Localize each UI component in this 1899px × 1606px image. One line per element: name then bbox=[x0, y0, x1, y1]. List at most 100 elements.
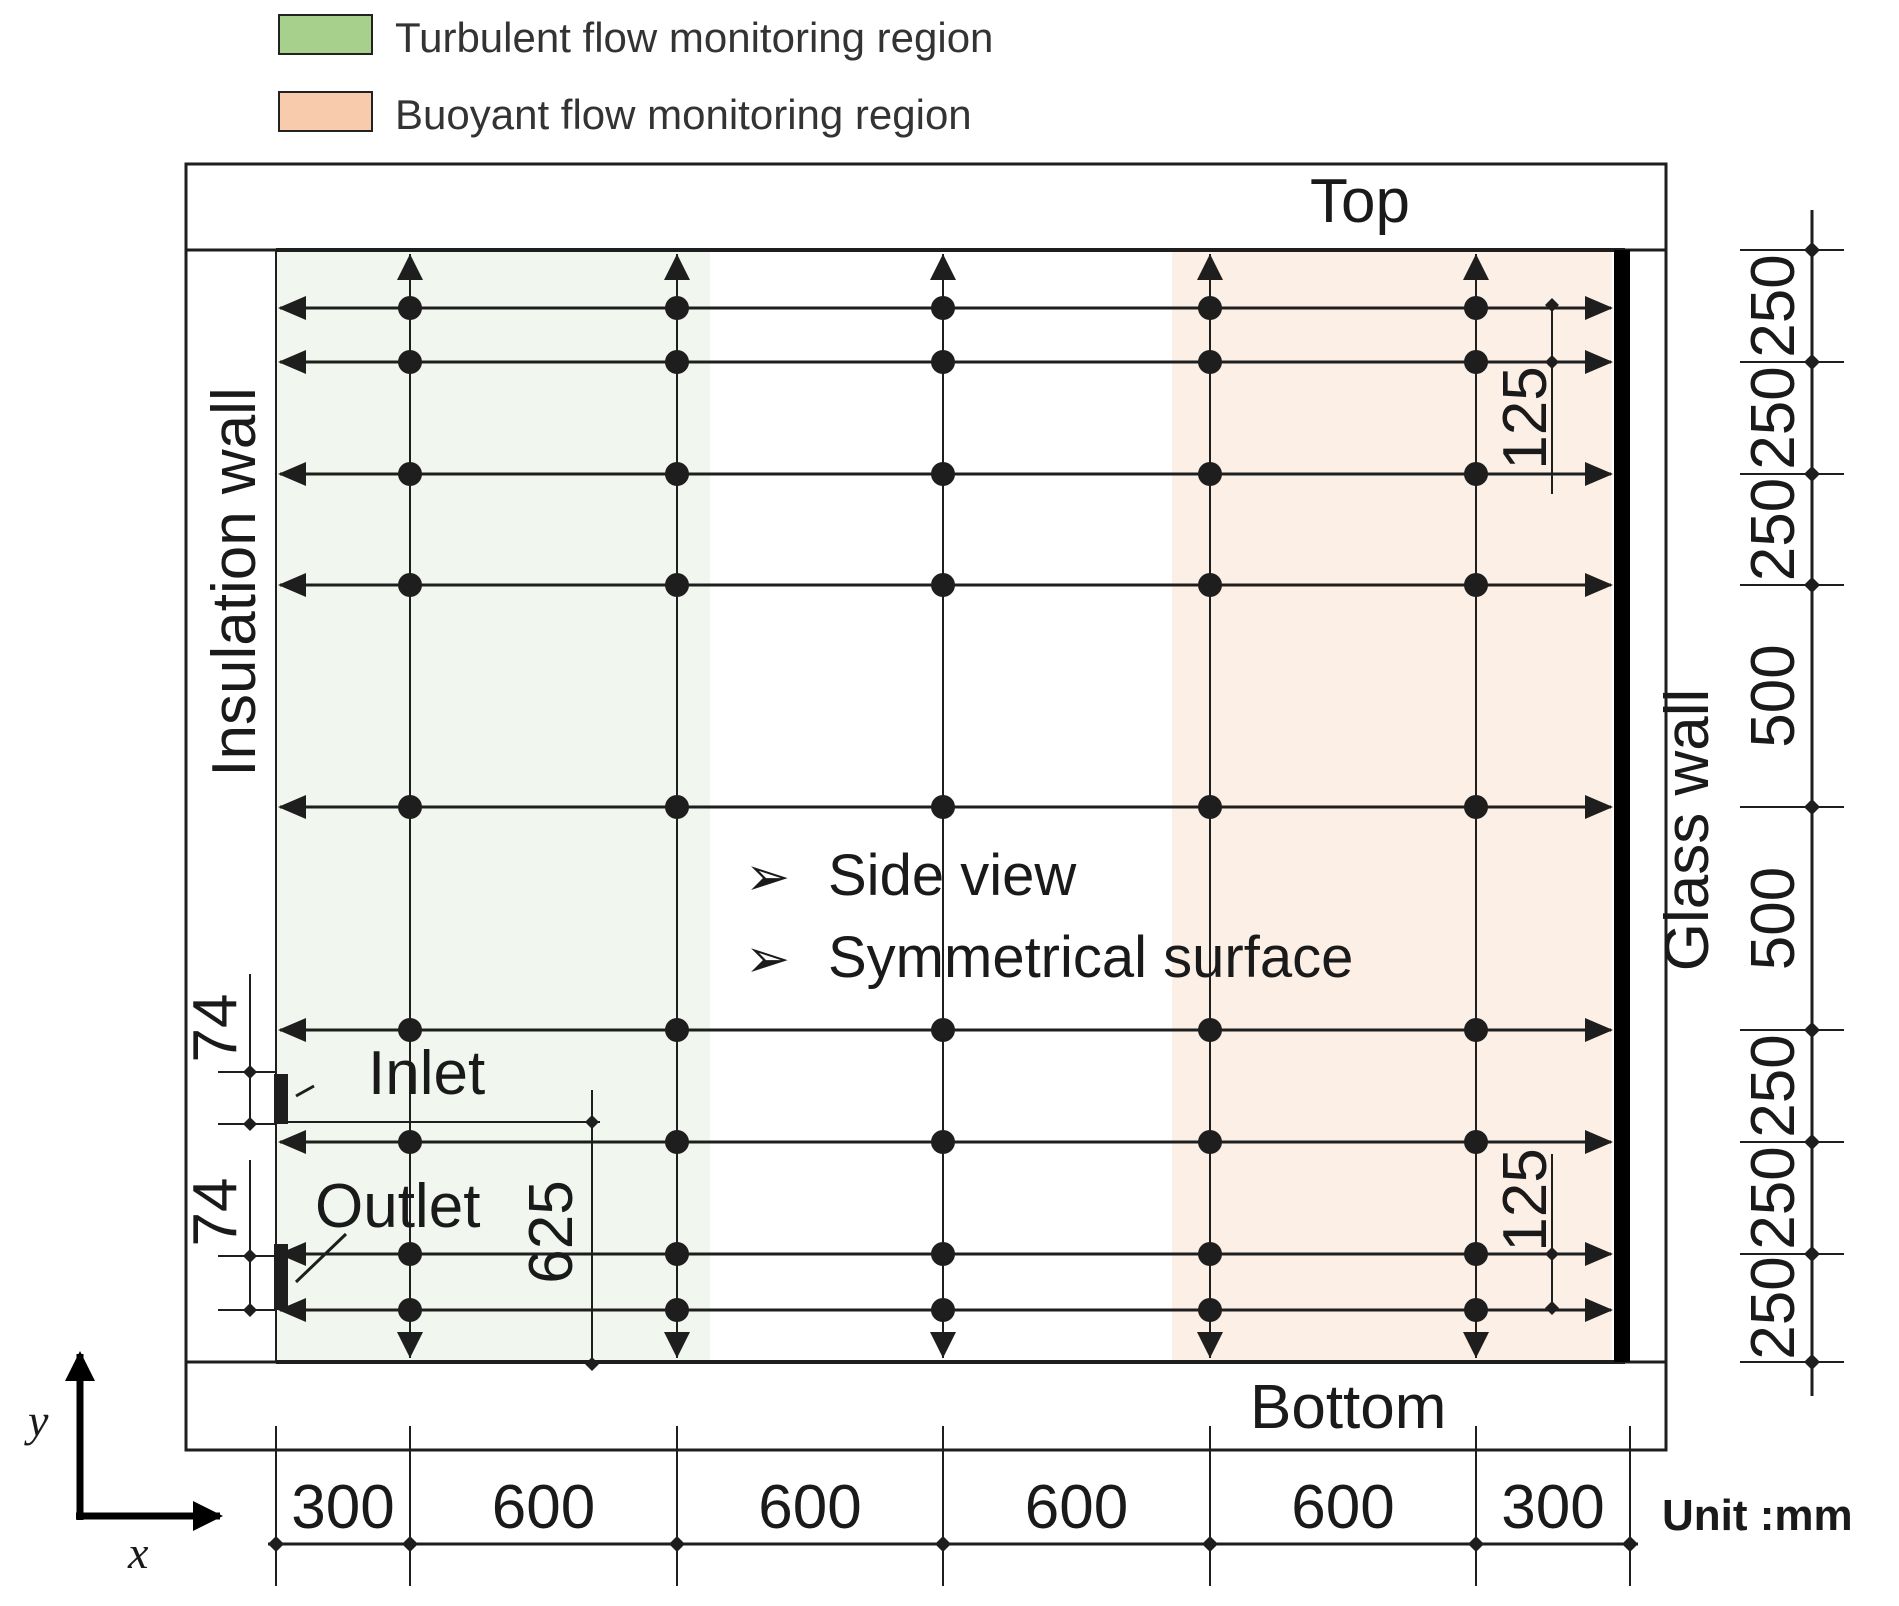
probe-point bbox=[1464, 296, 1488, 320]
vertical-dimension-label: 250 bbox=[1739, 1146, 1808, 1249]
arrow-down-icon bbox=[397, 1332, 423, 1358]
probe-point bbox=[398, 350, 422, 374]
arrow-left-icon bbox=[278, 795, 306, 819]
arrow-right-icon bbox=[1585, 1242, 1613, 1266]
probe-point bbox=[1464, 1298, 1488, 1322]
probe-point bbox=[931, 795, 955, 819]
probe-point bbox=[398, 296, 422, 320]
insulation-wall-label: Insulation wall bbox=[200, 387, 269, 776]
top-wall-label: Top bbox=[1310, 167, 1410, 236]
inlet-height-dimension: 74 bbox=[181, 974, 276, 1131]
probe-point bbox=[1198, 296, 1222, 320]
arrow-up-icon bbox=[1197, 254, 1223, 280]
probe-point bbox=[665, 1018, 689, 1042]
outlet-leader bbox=[294, 1232, 348, 1284]
inlet-label: Inlet bbox=[368, 1039, 485, 1108]
probe-point bbox=[398, 1242, 422, 1266]
outlet-label: Outlet bbox=[315, 1172, 480, 1241]
vertical-dimension-label: 500 bbox=[1739, 867, 1808, 970]
vertical-dimension-label: 250 bbox=[1739, 366, 1808, 469]
probe-point bbox=[931, 573, 955, 597]
x-axis-label: x bbox=[127, 1527, 149, 1578]
arrow-up-icon bbox=[1463, 254, 1489, 280]
arrow-down-icon bbox=[930, 1332, 956, 1358]
horizontal-dimension-label: 600 bbox=[1291, 1473, 1394, 1542]
vertical-dimension-label: 250 bbox=[1739, 254, 1808, 357]
coordinate-axes: y x bbox=[24, 1351, 223, 1578]
probe-point bbox=[398, 1298, 422, 1322]
probe-point bbox=[665, 1130, 689, 1154]
legend-swatch-turbulent bbox=[278, 14, 373, 55]
vertical-dimension-label: 250 bbox=[1739, 1256, 1808, 1359]
arrow-left-icon bbox=[278, 1242, 306, 1266]
probe-point bbox=[398, 573, 422, 597]
arrow-left-icon bbox=[278, 573, 306, 597]
opening-gap-dimension: 625 bbox=[280, 1090, 600, 1371]
probe-point bbox=[665, 573, 689, 597]
probe-point bbox=[931, 296, 955, 320]
horizontal-dimension-label: 300 bbox=[291, 1473, 394, 1542]
horizontal-dimension-label: 600 bbox=[492, 1473, 595, 1542]
probe-grid bbox=[278, 254, 1613, 1358]
arrow-right-icon bbox=[1585, 1130, 1613, 1154]
arrow-left-icon bbox=[278, 462, 306, 486]
lower-probe-offset-label: 125 bbox=[1491, 1148, 1560, 1251]
probe-point bbox=[1464, 1242, 1488, 1266]
probe-point bbox=[931, 1130, 955, 1154]
inlet-height-label: 74 bbox=[181, 994, 250, 1063]
arrow-right-icon bbox=[1585, 1298, 1613, 1322]
vertical-dimension-label: 250 bbox=[1739, 1034, 1808, 1137]
probe-point bbox=[1198, 795, 1222, 819]
glass-wall bbox=[1614, 250, 1630, 1362]
arrow-right-icon bbox=[1585, 1018, 1613, 1042]
probe-point bbox=[398, 1018, 422, 1042]
arrow-down-icon bbox=[1463, 1332, 1489, 1358]
probe-point bbox=[931, 1242, 955, 1266]
horizontal-dimension-label: 600 bbox=[758, 1473, 861, 1542]
probe-point bbox=[665, 462, 689, 486]
view-notes: ➢ Side view ➢ Symmetrical surface bbox=[745, 843, 1353, 990]
probe-point bbox=[1198, 1018, 1222, 1042]
arrow-left-icon bbox=[278, 350, 306, 374]
probe-point bbox=[931, 1298, 955, 1322]
vertical-dimension-label: 250 bbox=[1739, 478, 1808, 581]
probe-point bbox=[665, 1298, 689, 1322]
probe-point bbox=[1198, 573, 1222, 597]
y-axis-label: y bbox=[24, 1395, 49, 1446]
note-symmetrical-surface: Symmetrical surface bbox=[828, 925, 1353, 990]
arrow-down-icon bbox=[664, 1332, 690, 1358]
inlet-leader bbox=[295, 1084, 315, 1098]
probe-point bbox=[1198, 1130, 1222, 1154]
note-bullet-icon: ➢ bbox=[745, 845, 790, 908]
arrow-down-icon bbox=[1197, 1332, 1223, 1358]
arrow-left-icon bbox=[278, 1018, 306, 1042]
outlet-height-label: 74 bbox=[181, 1178, 250, 1247]
probe-point bbox=[1198, 1298, 1222, 1322]
legend-label-turbulent: Turbulent flow monitoring region bbox=[395, 14, 993, 61]
glass-wall-label: Glass wall bbox=[1653, 689, 1722, 972]
probe-point bbox=[1464, 350, 1488, 374]
lower-probe-offset-dimension: 125 bbox=[1491, 1148, 1560, 1315]
probe-point bbox=[1198, 1242, 1222, 1266]
vertical-dimension-label: 500 bbox=[1739, 644, 1808, 747]
outlet-opening bbox=[274, 1244, 288, 1310]
arrow-left-icon bbox=[278, 1298, 306, 1322]
probe-point bbox=[1464, 462, 1488, 486]
probe-point bbox=[931, 350, 955, 374]
probe-point bbox=[1198, 350, 1222, 374]
upper-probe-offset-label: 125 bbox=[1491, 366, 1560, 469]
probe-point bbox=[665, 296, 689, 320]
opening-gap-label: 625 bbox=[517, 1180, 586, 1283]
legend-label-buoyant: Buoyant flow monitoring region bbox=[395, 91, 972, 138]
arrow-right-icon bbox=[1585, 462, 1613, 486]
arrow-left-icon bbox=[278, 1130, 306, 1154]
probe-point bbox=[665, 350, 689, 374]
probe-point bbox=[398, 462, 422, 486]
probe-point bbox=[1198, 462, 1222, 486]
note-bullet-icon: ➢ bbox=[745, 927, 790, 990]
probe-point bbox=[1464, 1130, 1488, 1154]
horizontal-dimension-label: 600 bbox=[1025, 1473, 1128, 1542]
legend-swatch-buoyant bbox=[278, 91, 373, 132]
vertical-dimension-chain: 250 250 250 500 500 250 250 250 bbox=[1739, 210, 1844, 1396]
